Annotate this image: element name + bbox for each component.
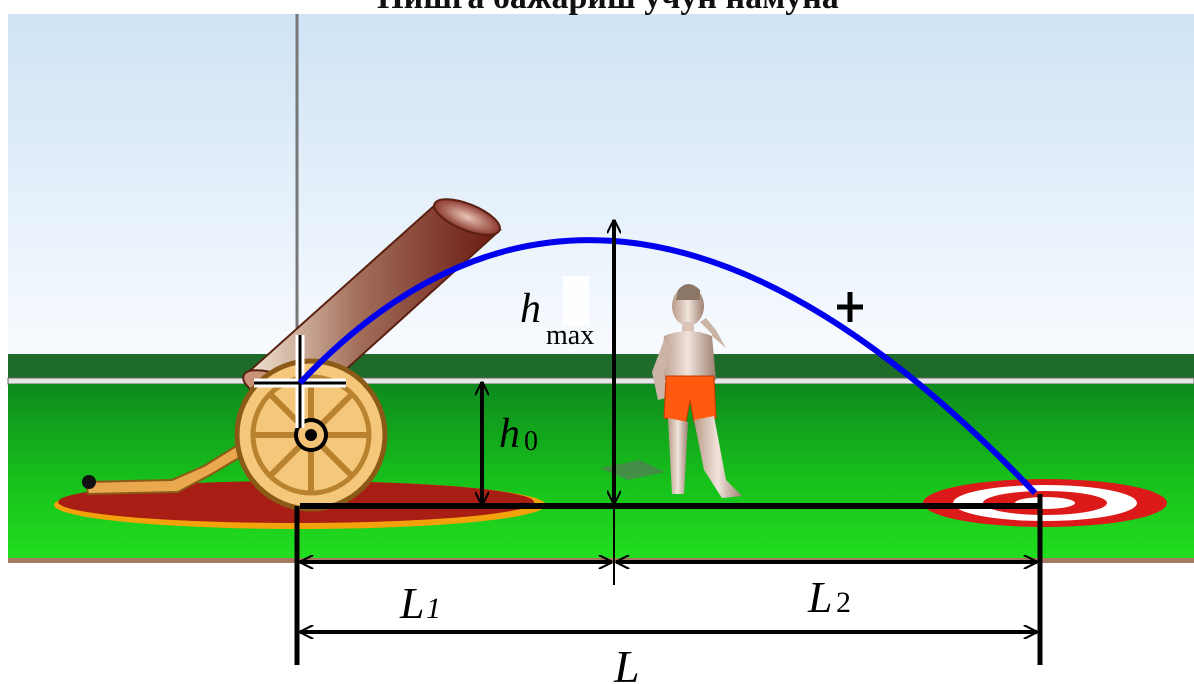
h0-label-subscript: 0 [524,426,538,457]
l1-label-subscript: 1 [426,592,441,625]
distant-treeline [8,354,1194,378]
trajectory-point-marker [837,292,863,322]
target [923,479,1167,527]
horizon-fence [7,377,1194,385]
hmax-label-subscript: max [546,320,594,351]
hmax-label: h [520,286,541,332]
l2-label-subscript: 2 [836,586,851,619]
l1-label: L [399,579,424,628]
sky [8,14,1194,356]
h0-label: h [499,411,520,457]
l-total-label: L [613,641,640,684]
l2-label: L [807,573,832,622]
trajectory-curve [297,237,1038,496]
cannon-wheel [234,358,388,512]
statue-figure [600,284,742,498]
page-title: Нишга бажариш учун намуна [377,0,839,16]
hmax-label-highlight [563,276,589,326]
